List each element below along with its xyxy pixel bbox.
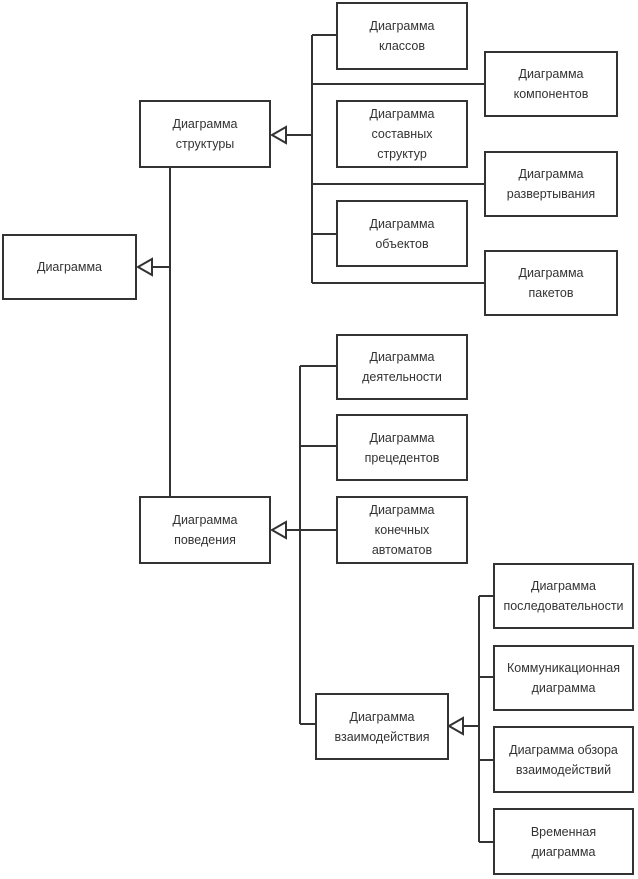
node-timing-diagram: Временная диаграмма [493,808,634,875]
node-composite-structure-diagram: Диаграмма составных структур [336,100,468,168]
node-class-diagram: Диаграмма классов [336,2,468,70]
generalization-arrow-icon [446,716,464,736]
node-sequence-diagram: Диаграмма последовательности [493,563,634,629]
node-state-machine-diagram: Диаграмма конечных автоматов [336,496,468,564]
node-package-diagram: Диаграмма пакетов [484,250,618,316]
node-behavior-diagram: Диаграмма поведения [139,496,271,564]
node-communication-diagram: Коммуникационная диаграмма [493,645,634,711]
node-deployment-diagram: Диаграмма развертывания [484,151,618,217]
node-usecase-diagram: Диаграмма прецедентов [336,414,468,481]
node-activity-diagram: Диаграмма деятельности [336,334,468,400]
node-component-diagram: Диаграмма компонентов [484,51,618,117]
node-structure-diagram: Диаграмма структуры [139,100,271,168]
node-interaction-overview-diagram: Диаграмма обзора взаимодействий [493,726,634,793]
node-object-diagram: Диаграмма объектов [336,200,468,267]
node-diagram: Диаграмма [2,234,137,300]
generalization-arrow-icon [269,520,287,540]
generalization-arrow-icon [135,257,153,277]
node-interaction-diagram: Диаграмма взаимодействия [315,693,449,760]
generalization-arrow-icon [269,125,287,145]
